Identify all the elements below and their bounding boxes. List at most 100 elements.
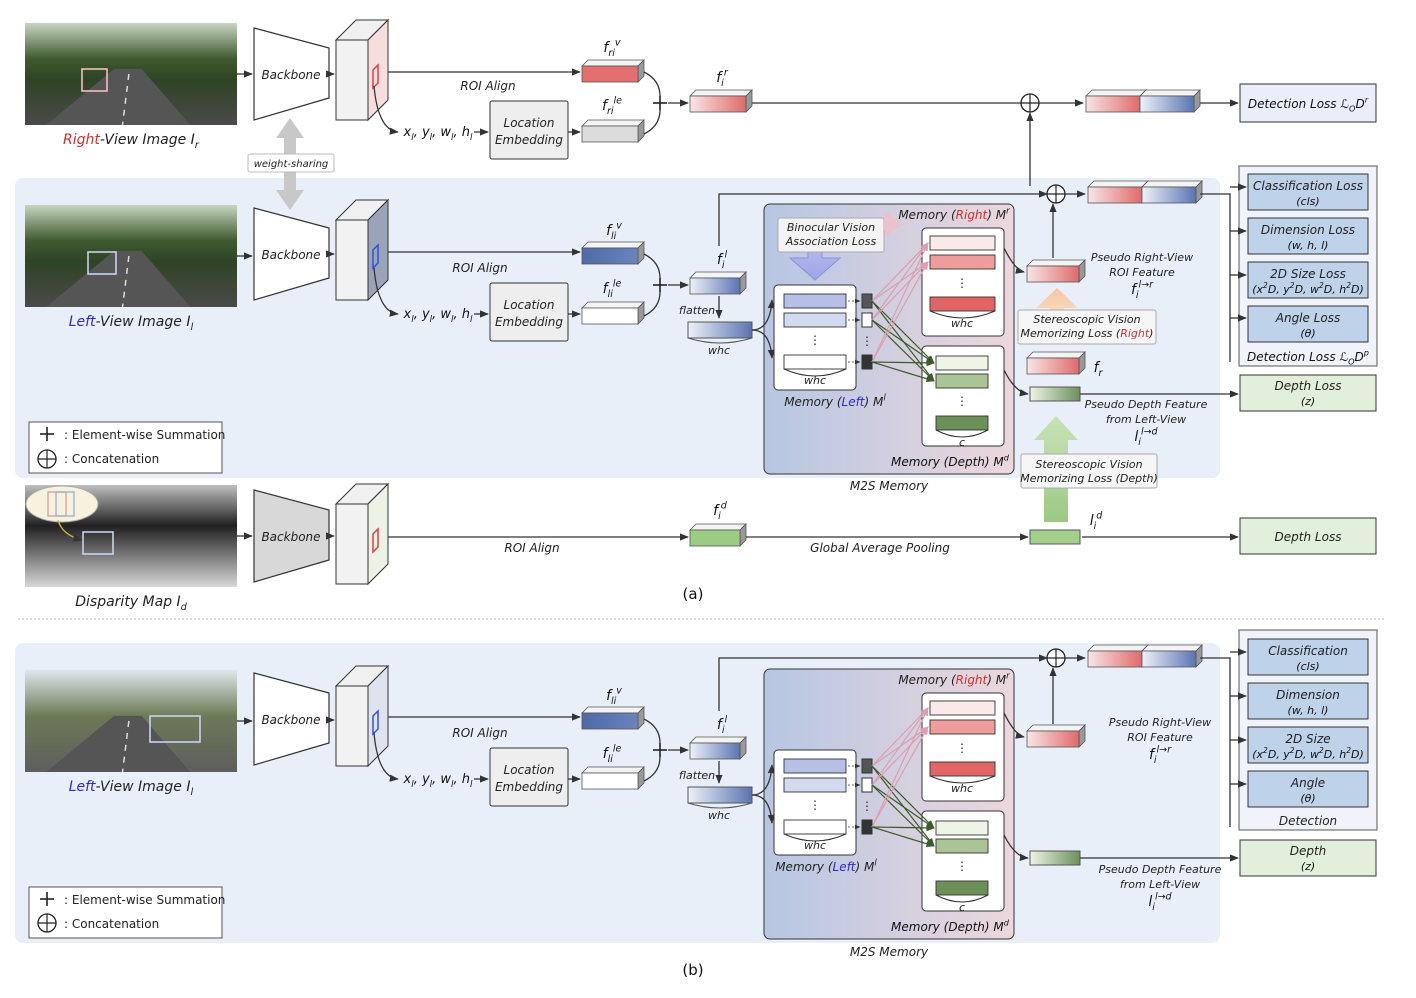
memory-depth-slot-3 — [935, 415, 989, 431]
road — [46, 68, 191, 125]
cuboid-top — [689, 523, 747, 531]
memory-depth-slot-2 — [935, 373, 989, 389]
label-f-l-le-b: flile — [603, 744, 622, 766]
feature-f-l-v-b — [581, 706, 645, 730]
math-part: , y — [414, 307, 430, 322]
svm-depth-1: Stereoscopic Vision — [1035, 458, 1142, 471]
math-part: li — [608, 754, 614, 765]
label-f-l-le: flile — [603, 279, 622, 301]
math-part: ri — [608, 48, 615, 59]
cuboid-top — [1026, 351, 1086, 359]
svm-right-2: Memorizing Loss (Right) — [1021, 327, 1154, 340]
left-view-caption: Left-View Image Il — [69, 314, 194, 333]
right-view-caption: Right-View Image Ir — [63, 132, 200, 151]
head-box-2 — [1247, 726, 1369, 764]
line-concat-losses — [1200, 193, 1231, 362]
pseudo-depth-1: Pseudo Depth Feature — [1085, 398, 1208, 411]
join-b-le — [643, 756, 661, 782]
memory-left-slot-3 — [783, 354, 847, 370]
loc-emb-r-2: Embedding — [495, 133, 563, 147]
math-part: f — [1094, 360, 1101, 376]
flattened-base — [687, 337, 753, 344]
feature-f-l-le — [581, 301, 645, 325]
feature-map-right — [334, 18, 390, 122]
pseudo-right-feature-b — [1026, 724, 1086, 748]
cuboid-front — [581, 247, 639, 265]
pseudo-depth-b-2: from Left-View — [1120, 878, 1200, 891]
roi-align-depth: ROI Align — [504, 541, 559, 555]
legend-a-oplus — [37, 449, 57, 469]
concat-top — [1020, 93, 1040, 113]
math-part: l→d — [1141, 427, 1159, 438]
pseudo-depth-feature — [1029, 386, 1081, 402]
cuboid-top — [1085, 89, 1147, 97]
whc-label-b: whc — [708, 809, 730, 822]
svm-depth-2: Memorizing Loss (Depth) — [1020, 472, 1157, 485]
cuboid-front — [1141, 186, 1197, 204]
object-bbox — [81, 68, 108, 92]
fmap-roi — [372, 63, 379, 90]
sum-left — [653, 278, 667, 292]
legend-b — [28, 886, 223, 939]
line-concat-heads-b — [1200, 657, 1231, 827]
caption-part: Left — [69, 779, 96, 795]
whc-label-a: whc — [708, 344, 730, 357]
fmap-roi — [372, 709, 379, 736]
label-f-l-v: fliv — [606, 221, 622, 243]
math-part: 2 — [1290, 746, 1295, 755]
math-part: l — [451, 780, 454, 790]
join-r-le — [643, 109, 661, 135]
memory-right-slot-b2 — [929, 719, 996, 735]
head-box-1 — [1247, 682, 1369, 720]
feature-f-i-r — [689, 89, 753, 113]
flatten-label: flatten — [679, 304, 715, 317]
math-part: 2 — [1263, 746, 1268, 755]
memory-right-dots-b: ⋮ — [956, 741, 968, 755]
loss-box-3 — [1247, 305, 1369, 343]
roi-align-b: ROI Align — [452, 726, 507, 740]
pseudo-depth-sym: lil→d — [1134, 427, 1158, 449]
cuboid-front — [581, 65, 639, 83]
cuboid-top — [581, 706, 645, 714]
arrow-mem-right-out — [1003, 247, 1025, 274]
math-part: f — [603, 746, 610, 762]
math-part: l — [451, 133, 454, 143]
loc-emb-l-1: Location — [504, 298, 555, 312]
detection-label-b: Detection — [1279, 814, 1337, 828]
memory-left-base — [783, 368, 847, 377]
caption-part: Memory ( — [775, 860, 834, 874]
memory-left-dots: ⋮ — [809, 333, 821, 347]
loc-emb-b-1: Location — [504, 763, 555, 777]
link-depth-a1 — [871, 319, 935, 364]
loss-box-2 — [1247, 261, 1369, 299]
cuboid-front — [1141, 650, 1197, 668]
math-part: l — [430, 780, 433, 790]
math-part: l — [724, 715, 727, 726]
loc-emb-b-2: Embedding — [495, 780, 563, 794]
math-part: (cls) — [1296, 195, 1319, 208]
depth-loss-2-label: Depth Loss — [1275, 530, 1342, 544]
backbone-trapezoid — [253, 27, 330, 121]
math-part: , y — [414, 772, 430, 787]
zoom-arrow — [57, 519, 83, 542]
depth-head-box-b — [1239, 839, 1377, 877]
concat-out-red-1 — [1085, 89, 1147, 113]
math-part: 2 — [1290, 281, 1295, 290]
math-part: le — [614, 96, 623, 107]
math-part: l→r — [1139, 280, 1155, 291]
join-l-v — [643, 253, 661, 279]
cuboid-front — [581, 125, 639, 143]
caption-part: Left — [69, 314, 96, 330]
math-part: , h — [453, 125, 470, 140]
link-right-b-b2 — [871, 726, 929, 828]
math-part: D, h — [1324, 283, 1346, 296]
arrow-fil-concat-b — [718, 654, 1048, 711]
head-sub-2: (x2D, y2D, w2D, h2D) — [1252, 746, 1364, 761]
memory-depth-dots: ⋮ — [956, 394, 968, 408]
feature-f-i-l-b — [689, 736, 747, 760]
memory-right-base — [929, 310, 996, 319]
backbone-trapezoid — [253, 672, 330, 766]
caption-part: l — [874, 859, 877, 869]
xywh-b: xl, yl, wl, hl — [403, 772, 473, 790]
pseudo-right-sym: fil→r — [1131, 280, 1154, 302]
